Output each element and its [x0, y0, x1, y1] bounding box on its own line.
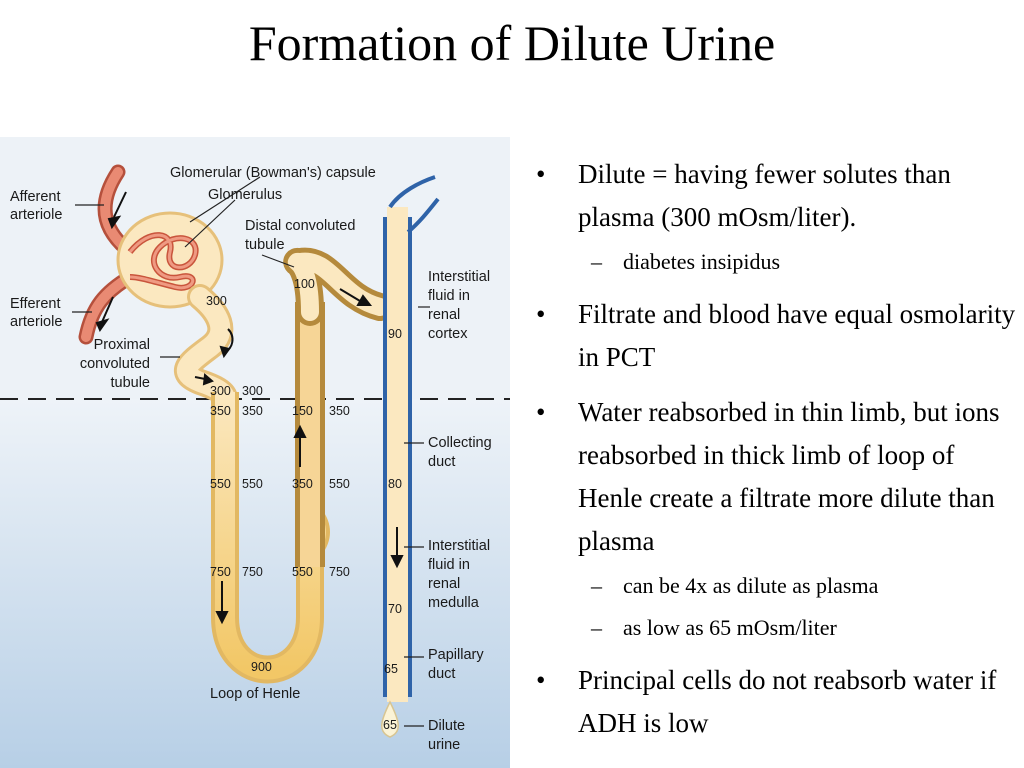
cd-1: 90	[388, 327, 402, 341]
cd-3: 70	[388, 602, 402, 616]
urine-value: 65	[383, 718, 397, 732]
bullet-dot: •	[536, 299, 546, 329]
papillary-label-2: duct	[428, 666, 455, 682]
asc-int-2: 550	[329, 477, 350, 491]
bullet-text: Dilute = having fewer solutes than plasm…	[578, 159, 951, 232]
sub-bullet-item: –can be 4x as dilute as plasma	[536, 567, 1016, 605]
bullet-item: • Filtrate and blood have equal osmolarit…	[536, 293, 1016, 379]
asc-2: 350	[292, 477, 313, 491]
asc-3: 550	[292, 565, 313, 579]
asc-int-1: 350	[329, 404, 350, 418]
pct-label-2: convoluted	[80, 356, 150, 372]
capsule-label: Glomerular (Bowman's) capsule	[170, 165, 376, 181]
collecting-label-1: Collecting	[428, 435, 492, 451]
dct-osmolarity: 100	[294, 277, 315, 291]
collecting-duct	[387, 207, 408, 702]
desc-1: 350	[210, 404, 231, 418]
bullet-item: • Water reabsorbed in thin limb, but ions…	[536, 391, 1016, 563]
bullet-text: Filtrate and blood have equal osmolarity…	[578, 299, 1016, 372]
glomerulus-label: Glomerulus	[208, 187, 282, 203]
medulla-fluid-label-4: medulla	[428, 595, 480, 611]
cd-2: 80	[388, 477, 402, 491]
bullet-list: • Dilute = having fewer solutes than plas…	[536, 153, 1016, 757]
desc-int-3: 750	[242, 565, 263, 579]
desc-int-1: 350	[242, 404, 263, 418]
desc-3: 750	[210, 565, 231, 579]
bullet-dot: •	[536, 159, 546, 189]
dct-label-2: tubule	[245, 237, 285, 253]
medulla-fluid-label-3: renal	[428, 576, 460, 592]
cortex-fluid-label-3: renal	[428, 307, 460, 323]
bullet-dot: •	[536, 665, 546, 695]
efferent-label-2: arteriole	[10, 314, 62, 330]
loop-bottom: 900	[251, 660, 272, 674]
pct-label-3: tubule	[110, 375, 150, 391]
pct-osmolarity: 300	[206, 294, 227, 308]
loop-top-out: 300	[242, 384, 263, 398]
desc-2: 550	[210, 477, 231, 491]
flow-arrows	[95, 191, 404, 625]
dilute-label-2: urine	[428, 737, 460, 753]
sub-bullet-item: –diabetes insipidus	[536, 243, 1016, 281]
asc-1: 150	[292, 404, 313, 418]
bullet-dot: •	[536, 397, 546, 427]
sub-bullet-text: as low as 65 mOsm/liter	[623, 615, 837, 640]
medulla-fluid-label-1: Interstitial	[428, 538, 490, 554]
medulla-region	[0, 399, 510, 768]
pct-label-1: Proximal	[94, 337, 150, 353]
loop-label: Loop of Henle	[210, 686, 300, 702]
collecting-duct-wall	[383, 217, 412, 697]
urine-drop	[381, 700, 399, 738]
loop-top-in: 300	[210, 384, 231, 398]
cortex-fluid-label-2: fluid in	[428, 288, 470, 304]
bullet-item: • Dilute = having fewer solutes than plas…	[536, 153, 1016, 239]
efferent-label-1: Efferent	[10, 296, 61, 312]
sub-bullet-dash: –	[591, 615, 602, 640]
cortex-fluid-label-4: cortex	[428, 326, 468, 342]
desc-int-2: 550	[242, 477, 263, 491]
bullet-text: Water reabsorbed in thin limb, but ions …	[578, 397, 1000, 556]
dct-label-1: Distal convoluted	[245, 218, 355, 234]
sub-bullet-text: diabetes insipidus	[623, 249, 781, 274]
afferent-label-1: Afferent	[10, 189, 61, 205]
bullet-text: Principal cells do not reabsorb water if…	[578, 665, 997, 738]
slide-title: Formation of Dilute Urine	[248, 15, 776, 71]
nephron-diagram: Afferent arteriole Efferent arteriole Gl…	[0, 137, 510, 768]
afferent-label-2: arteriole	[10, 207, 62, 223]
sub-bullet-dash: –	[591, 573, 602, 598]
cd-4: 65	[384, 662, 398, 676]
bullet-item: • Principal cells do not reabsorb water i…	[536, 659, 1016, 745]
sub-bullet-item: –as low as 65 mOsm/liter	[536, 609, 1016, 647]
asc-int-3: 750	[329, 565, 350, 579]
cortex-fluid-label-1: Interstitial	[428, 269, 490, 285]
sub-bullet-dash: –	[591, 249, 602, 274]
sub-bullet-text: can be 4x as dilute as plasma	[623, 573, 879, 598]
papillary-label-1: Papillary	[428, 647, 484, 663]
collecting-label-2: duct	[428, 454, 455, 470]
medulla-fluid-label-2: fluid in	[428, 557, 470, 573]
dilute-label-1: Dilute	[428, 718, 465, 734]
